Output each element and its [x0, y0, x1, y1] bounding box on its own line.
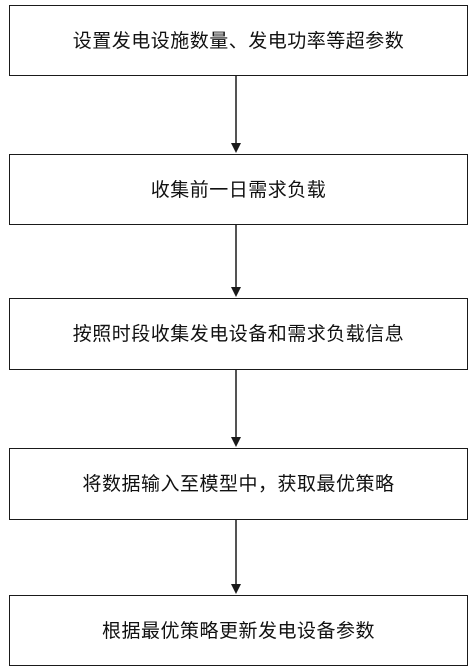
step-3-label: 按照时段收集发电设备和需求负载信息	[72, 323, 405, 345]
step-4-label: 将数据输入至模型中，获取最优策略	[82, 473, 395, 495]
step-4-box: 将数据输入至模型中，获取最优策略	[9, 448, 468, 520]
arrow-1-to-2	[231, 76, 241, 153]
step-5-label: 根据最优策略更新发电设备参数	[101, 619, 375, 642]
step-1-label: 设置发电设施数量、发电功率等超参数	[72, 29, 405, 52]
arrow-3-to-4	[231, 370, 241, 447]
step-1-box: 设置发电设施数量、发电功率等超参数	[9, 5, 468, 76]
step-2-label: 收集前一日需求负载	[150, 178, 327, 201]
arrow-2-to-3	[231, 225, 241, 297]
step-2-box: 收集前一日需求负载	[9, 154, 468, 225]
step-3-box: 按照时段收集发电设备和需求负载信息	[9, 298, 468, 370]
arrow-4-to-5	[231, 520, 241, 594]
step-5-box: 根据最优策略更新发电设备参数	[9, 595, 468, 666]
